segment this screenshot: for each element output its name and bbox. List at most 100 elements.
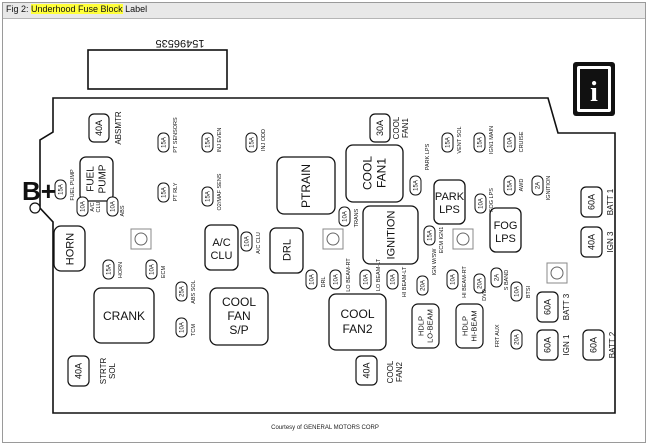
fuse-10a-lo-beam-rt: 10A LO BEAM-RT bbox=[329, 258, 352, 292]
fuse-15a-inj-even: 15A INJ EVEN bbox=[201, 128, 223, 153]
relay-socket-hole bbox=[546, 262, 568, 284]
svg-text:FOG LPS: FOG LPS bbox=[489, 188, 495, 212]
svg-text:40A: 40A bbox=[587, 234, 597, 250]
svg-text:2A: 2A bbox=[536, 182, 542, 189]
svg-text:15A: 15A bbox=[107, 264, 113, 275]
cool-fan2-label-1: COOL bbox=[386, 360, 395, 383]
ign3-label: IGN 3 bbox=[606, 231, 615, 252]
fuse-10a-lo-beam-lt: 10A LO BEAM-LT bbox=[359, 258, 382, 291]
fuse-10a-hi-beam-lt: 10A HI BEAM-LT bbox=[386, 266, 408, 297]
svg-text:10A: 10A bbox=[81, 201, 87, 212]
svg-text:AWD: AWD bbox=[519, 179, 525, 192]
caption-suffix: Label bbox=[122, 4, 148, 14]
info-book-icon: i bbox=[573, 62, 615, 116]
fuse-10a-fog-lps: 10A FOG LPS bbox=[474, 188, 495, 214]
svg-text:60A: 60A bbox=[589, 337, 599, 353]
strtr-sol-label-2: SOL bbox=[108, 362, 117, 379]
svg-text:S/P: S/P bbox=[229, 323, 248, 337]
fuse-10a-btsi: 10A BTSI bbox=[510, 281, 532, 302]
svg-text:S BAND: S BAND bbox=[504, 270, 510, 291]
svg-text:HDLP: HDLP bbox=[417, 316, 426, 336]
svg-text:IGNITION: IGNITION bbox=[386, 211, 398, 260]
svg-text:FAN2: FAN2 bbox=[342, 322, 372, 336]
svg-text:40A: 40A bbox=[74, 363, 84, 379]
svg-text:FUEL: FUEL bbox=[86, 166, 97, 192]
svg-text:IGN1 MAIN: IGN1 MAIN bbox=[489, 126, 495, 154]
svg-text:A/C: A/C bbox=[90, 202, 96, 211]
svg-text:10A: 10A bbox=[364, 274, 370, 285]
fuse-10a-hi-beam-rt: 10A HI BEAM-RT bbox=[446, 266, 468, 298]
hdlp-lo-beam-relay: HDLP LO-BEAM bbox=[411, 303, 440, 349]
ignition-relay: IGNITION bbox=[362, 205, 419, 265]
svg-text:PT RLY: PT RLY bbox=[173, 182, 179, 201]
fuse-40a-strtr-sol: 40A bbox=[67, 355, 90, 387]
info-letter: i bbox=[590, 77, 598, 108]
svg-text:15A: 15A bbox=[250, 137, 256, 148]
caption-prefix: Fig 2: bbox=[6, 4, 32, 14]
svg-text:PT SENSORS: PT SENSORS bbox=[173, 117, 179, 153]
fuse-10a-tcm: 10A TCM bbox=[175, 317, 197, 338]
svg-text:15A: 15A bbox=[206, 191, 212, 202]
fuse-15a-pt-sensors: 15A PT SENSORS bbox=[157, 117, 179, 153]
ac-clu-relay: A/C CLU bbox=[204, 224, 239, 271]
svg-text:20A: 20A bbox=[421, 280, 427, 291]
svg-text:FOG: FOG bbox=[494, 220, 518, 232]
b-plus-stud bbox=[29, 202, 41, 214]
svg-text:LO-BEAM: LO-BEAM bbox=[426, 309, 435, 343]
relay-socket-hole bbox=[322, 228, 344, 250]
drl-relay: DRL bbox=[269, 227, 304, 274]
svg-text:10A: 10A bbox=[508, 137, 514, 148]
fuse-30a-cool-fan1: 30A bbox=[369, 113, 391, 143]
svg-text:CLU: CLU bbox=[96, 201, 102, 212]
caption-bar bbox=[3, 3, 645, 19]
svg-text:10A: 10A bbox=[479, 198, 485, 209]
svg-text:HORN: HORN bbox=[118, 262, 124, 278]
svg-text:COOL: COOL bbox=[340, 307, 374, 321]
horn-relay: HORN bbox=[53, 225, 86, 272]
svg-text:LO BEAM-RT: LO BEAM-RT bbox=[346, 258, 352, 292]
svg-text:PTRAIN: PTRAIN bbox=[299, 164, 313, 208]
cool-fan-sp-relay: COOL FAN S/P bbox=[209, 287, 269, 346]
svg-text:2A: 2A bbox=[495, 274, 501, 281]
fuse-40a-absmtr: 40A bbox=[88, 113, 110, 143]
svg-text:LPS: LPS bbox=[495, 233, 516, 245]
svg-text:15A: 15A bbox=[446, 137, 452, 148]
fuse-15a-awd: 15A AWD bbox=[503, 175, 525, 196]
svg-text:A/C: A/C bbox=[212, 237, 230, 249]
figure-frame bbox=[2, 2, 646, 443]
svg-text:ECM IGN1: ECM IGN1 bbox=[439, 227, 445, 254]
svg-text:INJ EVEN: INJ EVEN bbox=[217, 128, 223, 153]
svg-text:CRUISE: CRUISE bbox=[519, 131, 525, 152]
fuse-25a-abs-sol: 25A ABS SOL bbox=[175, 280, 197, 304]
svg-text:LPS: LPS bbox=[439, 204, 460, 216]
fuse-20a-ign-wsw: 20A IGN W/SW bbox=[416, 248, 438, 296]
svg-text:15A: 15A bbox=[478, 137, 484, 148]
batt3-label: BATT 3 bbox=[562, 293, 571, 320]
svg-text:15A: 15A bbox=[206, 137, 212, 148]
cool-fan2-label-2: FAN2 bbox=[395, 361, 404, 382]
fuse-20a-dvd: 20A DVD bbox=[473, 273, 488, 301]
svg-text:PUMP: PUMP bbox=[98, 164, 109, 193]
svg-text:ABS: ABS bbox=[120, 205, 126, 216]
fuse-10a-drl: 10A DRL bbox=[305, 269, 327, 290]
svg-text:FAN: FAN bbox=[227, 309, 250, 323]
image-credit: Courtesy of GENERAL MOTORS CORP bbox=[271, 425, 379, 431]
fuse-10a-ac-clu: 10A A/C CLU bbox=[76, 196, 102, 217]
svg-text:PARK LPS: PARK LPS bbox=[425, 143, 431, 170]
svg-text:15A: 15A bbox=[59, 184, 65, 195]
svg-text:LO BEAM-LT: LO BEAM-LT bbox=[376, 258, 382, 291]
svg-text:10A: 10A bbox=[391, 274, 397, 285]
fuse-60a-batt2: 60A bbox=[582, 329, 605, 361]
fuse-15a-park-lps: 15A PARK LPS bbox=[409, 143, 431, 196]
fuse-60a-ign1: 60A bbox=[536, 329, 559, 361]
fuse-10a-ecm: 10A ECM bbox=[145, 259, 167, 280]
svg-text:10A: 10A bbox=[451, 274, 457, 285]
cool-fan1-label-1: COOL bbox=[392, 116, 401, 139]
svg-text:TRANS: TRANS bbox=[354, 208, 360, 227]
fog-lps-relay: FOG LPS bbox=[489, 207, 522, 253]
svg-text:O2/MAF SENS: O2/MAF SENS bbox=[217, 173, 223, 210]
svg-text:15A: 15A bbox=[508, 180, 514, 191]
fuse-10a-trans: 10A TRANS bbox=[338, 206, 360, 227]
svg-text:10A: 10A bbox=[310, 274, 316, 285]
svg-text:DRL: DRL bbox=[321, 276, 327, 287]
